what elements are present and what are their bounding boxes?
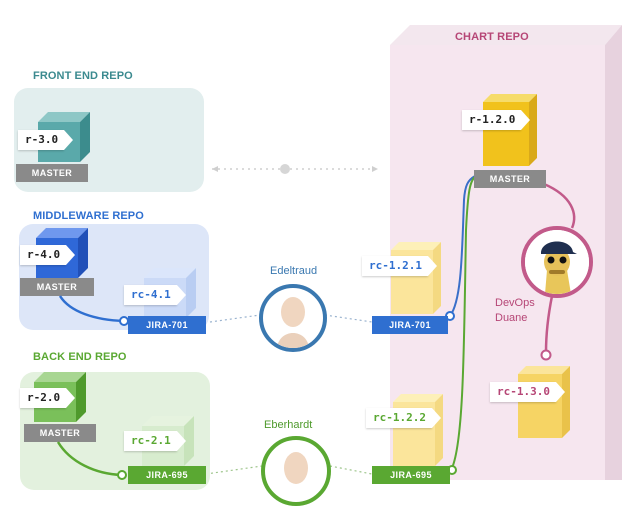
chart-repo-title: CHART REPO — [455, 31, 529, 43]
chart-rc-cube-1[interactable] — [389, 236, 443, 316]
person-name-eberhardt: Eberhardt — [264, 419, 313, 431]
person-role: DevOps — [495, 297, 535, 309]
front-end-master-tag: r-3.0 — [18, 130, 74, 150]
back-end-rc-tag: rc-2.1 — [124, 431, 186, 451]
avatar-edeltraud[interactable] — [259, 284, 327, 352]
dotted-link-mw-left — [209, 314, 261, 323]
link-node — [280, 164, 290, 174]
chart-branch-label-1: JIRA-701 — [372, 316, 448, 334]
chart-master-tag: r-1.2.0 — [462, 110, 531, 130]
chart-rc-tag-2: rc-1.2.2 — [366, 408, 441, 428]
front-end-master-label: MASTER — [16, 164, 88, 182]
middleware-repo-title: MIDDLEWARE REPO — [33, 210, 144, 222]
middleware-rc-tag: rc-4.1 — [124, 285, 186, 305]
chart-rc-cube-2[interactable] — [391, 388, 445, 468]
person-name-devops-duane: DevOps Duane — [495, 296, 535, 326]
middleware-master-label: MASTER — [20, 278, 94, 296]
dotted-link-be-left — [205, 465, 263, 475]
dotted-link-be-right — [329, 465, 373, 475]
back-end-master-label: MASTER — [24, 424, 96, 442]
back-end-repo-title: BACK END REPO — [33, 351, 127, 363]
middleware-master-tag: r-4.0 — [20, 245, 76, 265]
person-icon — [277, 297, 309, 348]
chart-rc-tag-3: rc-1.3.0 — [490, 382, 565, 402]
front-end-repo-title: FRONT END REPO — [33, 70, 133, 82]
avatar-eberhardt[interactable] — [261, 436, 331, 506]
chart-repo-box-side — [605, 25, 622, 480]
back-end-branch-label: JIRA-695 — [128, 466, 206, 484]
chart-rc-tag-1: rc-1.2.1 — [362, 256, 437, 276]
dotted-link-mw-right — [324, 314, 373, 323]
middleware-branch-label: JIRA-701 — [128, 316, 206, 334]
avatar-devops-duane[interactable] — [521, 226, 593, 298]
chart-branch-label-2: JIRA-695 — [372, 466, 450, 484]
person-icon — [284, 452, 308, 484]
person-name-edeltraud: Edeltraud — [270, 265, 318, 277]
person-icon — [525, 230, 589, 294]
person-first-name: Duane — [495, 312, 528, 324]
chart-master-label: MASTER — [474, 170, 546, 188]
chart-repo-box-top — [390, 25, 622, 45]
back-end-master-tag: r-2.0 — [20, 388, 76, 408]
